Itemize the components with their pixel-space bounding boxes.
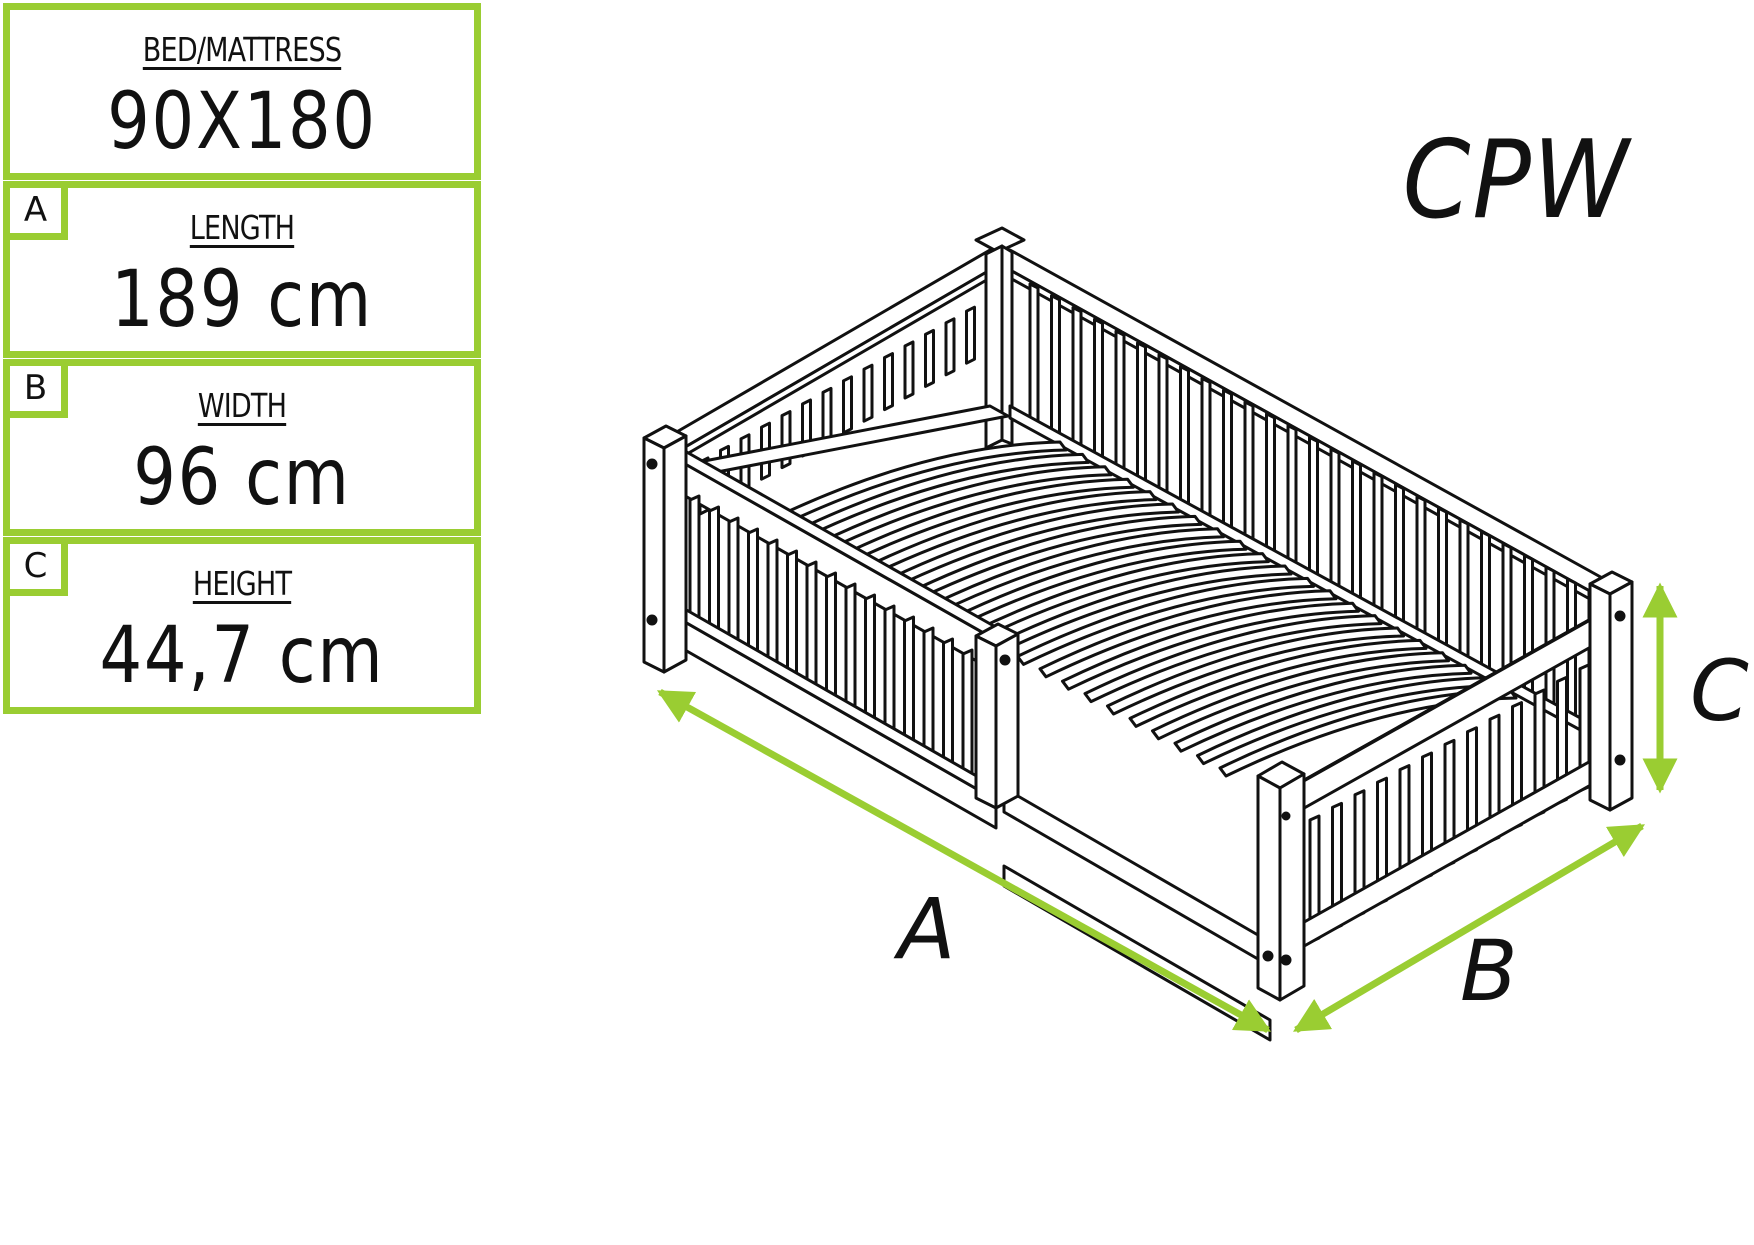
spec-box-length: A LENGTH 189 cm <box>3 181 481 358</box>
height-label: HEIGHT <box>192 564 292 603</box>
slat <box>1179 365 1190 507</box>
base-slat <box>1106 626 1405 716</box>
slat <box>1093 317 1104 459</box>
slat <box>1114 329 1126 471</box>
dimension-arrow-a <box>656 688 1272 1034</box>
slat <box>1480 530 1491 672</box>
slat <box>1286 424 1298 566</box>
base-slat <box>881 502 1180 592</box>
dimension-arrow-b <box>1292 822 1646 1034</box>
base-slat <box>836 477 1135 567</box>
front-right-upper-rail <box>1002 786 1272 968</box>
base-slat <box>971 552 1270 642</box>
bed-size-label: BED/MATTRESS <box>142 30 342 69</box>
slat <box>1329 447 1341 589</box>
slat <box>842 375 853 435</box>
width-dimension-letter: B <box>3 359 68 418</box>
spec-box-bed-size: BED/MATTRESS 90X180 <box>3 3 481 180</box>
slat <box>1157 353 1169 495</box>
slat <box>1501 542 1513 684</box>
right-back-corner-post <box>1588 570 1634 812</box>
base-slat <box>1061 601 1360 691</box>
slat <box>1458 518 1470 660</box>
base-slat <box>903 514 1203 604</box>
slat <box>862 363 874 423</box>
front-right-lower-rail <box>1002 864 1272 1042</box>
spec-table: BED/MATTRESS 90X180 A LENGTH 189 cm B WI… <box>0 0 486 725</box>
slat <box>1200 376 1212 518</box>
slat <box>1372 471 1384 613</box>
slat <box>1308 435 1319 577</box>
base-slat <box>1038 589 1338 679</box>
slat <box>903 340 915 400</box>
slat <box>883 352 894 412</box>
slat <box>1222 388 1233 530</box>
base-slat <box>948 539 1248 629</box>
base-slat <box>813 465 1113 555</box>
base-slat <box>1016 576 1315 666</box>
slat <box>1351 459 1362 601</box>
base-slat <box>858 490 1158 580</box>
slat <box>1437 506 1448 648</box>
height-dimension-letter: C <box>3 537 68 596</box>
base-slat <box>791 452 1090 542</box>
slat <box>924 328 935 388</box>
length-dimension-letter: A <box>3 181 68 240</box>
width-value: 96 cm <box>133 433 351 523</box>
slat <box>1265 412 1276 554</box>
dimension-label-c: C <box>1690 642 1749 740</box>
length-label: LENGTH <box>189 208 295 247</box>
base-slat <box>926 527 1225 617</box>
model-code: CPW <box>1402 118 1631 243</box>
slat <box>1028 282 1040 424</box>
slat <box>1050 294 1061 436</box>
middle-post <box>974 622 1020 810</box>
slat <box>1243 400 1255 542</box>
slat <box>1071 306 1083 448</box>
slat <box>965 305 976 365</box>
spec-box-height: C HEIGHT 44,7 cm <box>3 537 481 714</box>
slat <box>1544 565 1556 707</box>
dimension-arrows <box>656 582 1678 1034</box>
base-slat <box>1128 638 1428 728</box>
height-value: 44,7 cm <box>99 611 385 701</box>
base-slat <box>993 564 1293 654</box>
base-slat <box>768 440 1068 530</box>
dimension-label-a: A <box>898 880 956 978</box>
left-end-post <box>642 424 688 674</box>
front-corner-post <box>1256 760 1306 1002</box>
slat <box>1136 341 1147 483</box>
dimension-label-b: B <box>1460 922 1518 1020</box>
bed-size-value: 90X180 <box>107 77 377 167</box>
slat <box>1415 494 1427 636</box>
back-corner-post <box>974 226 1026 450</box>
slat <box>944 317 956 377</box>
length-value: 189 cm <box>111 255 373 345</box>
slat <box>1394 483 1405 625</box>
width-label: WIDTH <box>197 386 287 425</box>
spec-box-width: B WIDTH 96 cm <box>3 359 481 536</box>
base-slat <box>1083 614 1383 704</box>
